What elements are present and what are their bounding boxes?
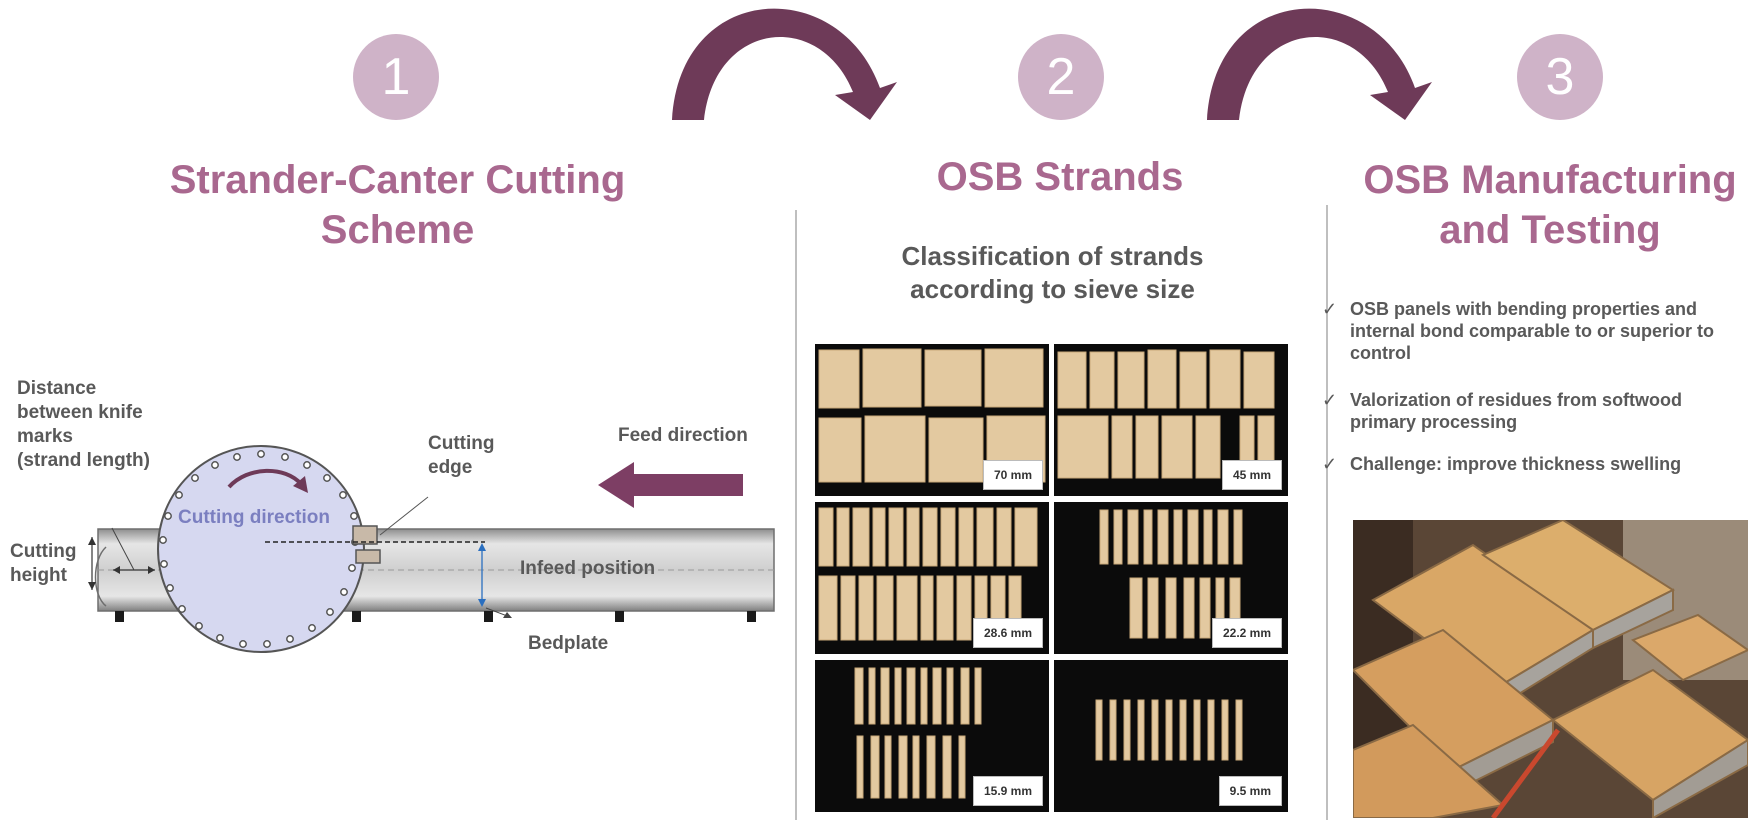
strand-size-label-15-9mm: 15.9 mm bbox=[972, 776, 1043, 806]
strand-photo-22-2mm: 22.2 mm bbox=[1054, 502, 1288, 654]
step-1-circle: 1 bbox=[353, 34, 439, 120]
strand-size-label-22-2mm: 22.2 mm bbox=[1211, 618, 1282, 648]
label-cutting-edge-line1: Cutting bbox=[428, 433, 495, 454]
label-infeed-position: Infeed position bbox=[520, 558, 656, 579]
step-2-title: OSB Strands bbox=[936, 155, 1184, 199]
cutter-bolts bbox=[159, 450, 359, 648]
step-3-title: OSB Manufacturing and Testing bbox=[1340, 155, 1760, 255]
divider-right bbox=[1326, 205, 1328, 820]
strand-photo-70mm: 70 mm bbox=[815, 344, 1049, 496]
strand-photo-9-5mm: 9.5 mm bbox=[1054, 660, 1288, 812]
label-cutting-height: Cutting height bbox=[10, 540, 100, 588]
label-distance-line4: (strand length) bbox=[17, 450, 150, 471]
curved-arrow-1-to-2 bbox=[672, 8, 897, 120]
check-icon: ✓ bbox=[1322, 299, 1338, 319]
strand-size-label-28-6mm: 28.6 mm bbox=[972, 618, 1043, 648]
step-3-title-line1: OSB Manufacturing bbox=[1363, 158, 1737, 202]
divider-left bbox=[795, 210, 797, 820]
step-1-title-line2: Scheme bbox=[320, 208, 475, 252]
bullet-1: ✓ OSB panels with bending properties and… bbox=[1322, 298, 1750, 364]
curved-arrow-2-to-3 bbox=[1207, 8, 1432, 120]
label-cutting-height-line2: height bbox=[10, 565, 67, 586]
strand-photo-45mm: 45 mm bbox=[1054, 344, 1288, 496]
strand-photo-15-9mm: 15.9 mm bbox=[815, 660, 1049, 812]
strand-photo-28-6mm: 28.6 mm bbox=[815, 502, 1049, 654]
step-1-title-line1: Strander-Canter Cutting bbox=[169, 158, 626, 202]
feed-direction-arrow bbox=[598, 462, 743, 508]
label-distance-line2: between knife bbox=[17, 402, 143, 423]
bullet-3: ✓ Challenge: improve thickness swelling bbox=[1322, 453, 1750, 475]
label-cutting-height-line1: Cutting bbox=[10, 541, 77, 562]
check-icon: ✓ bbox=[1322, 390, 1338, 410]
label-bedplate: Bedplate bbox=[528, 633, 609, 654]
label-cutting-edge: Cutting edge bbox=[428, 432, 528, 480]
label-cutting-edge-line2: edge bbox=[428, 457, 473, 478]
label-cutting-direction: Cutting direction bbox=[178, 507, 330, 528]
label-distance-line1: Distance bbox=[17, 378, 97, 399]
label-distance: Distance between knife marks (strand len… bbox=[17, 377, 187, 473]
cutter-disk bbox=[157, 445, 365, 653]
bullet-2: ✓ Valorization of residues from softwood… bbox=[1322, 389, 1750, 433]
strand-size-label-45mm: 45 mm bbox=[1221, 460, 1282, 490]
step-1-title: Strander-Canter Cutting Scheme bbox=[100, 155, 695, 255]
bullet-1-text: OSB panels with bending properties and i… bbox=[1350, 299, 1715, 363]
step-3-circle: 3 bbox=[1517, 34, 1603, 120]
strand-size-label-70mm: 70 mm bbox=[982, 460, 1043, 490]
strands-subtitle-line2: according to sieve size bbox=[910, 274, 1195, 304]
check-icon: ✓ bbox=[1322, 454, 1338, 474]
bullet-2-text: Valorization of residues from softwood p… bbox=[1350, 390, 1683, 432]
label-distance-line3: marks bbox=[17, 426, 73, 447]
step-3-title-line2: and Testing bbox=[1439, 208, 1661, 252]
bedplate-supports bbox=[115, 611, 756, 622]
step-2-circle: 2 bbox=[1018, 34, 1104, 120]
label-feed-direction: Feed direction bbox=[618, 425, 748, 446]
strander-scheme-drawing bbox=[88, 445, 775, 653]
strand-size-label-9-5mm: 9.5 mm bbox=[1218, 776, 1282, 806]
strands-subtitle-line1: Classification of strands bbox=[901, 241, 1204, 271]
osb-panels-photo bbox=[1353, 520, 1748, 818]
bullet-3-text: Challenge: improve thickness swelling bbox=[1350, 454, 1682, 474]
strands-subtitle: Classification of strands according to s… bbox=[830, 240, 1275, 306]
